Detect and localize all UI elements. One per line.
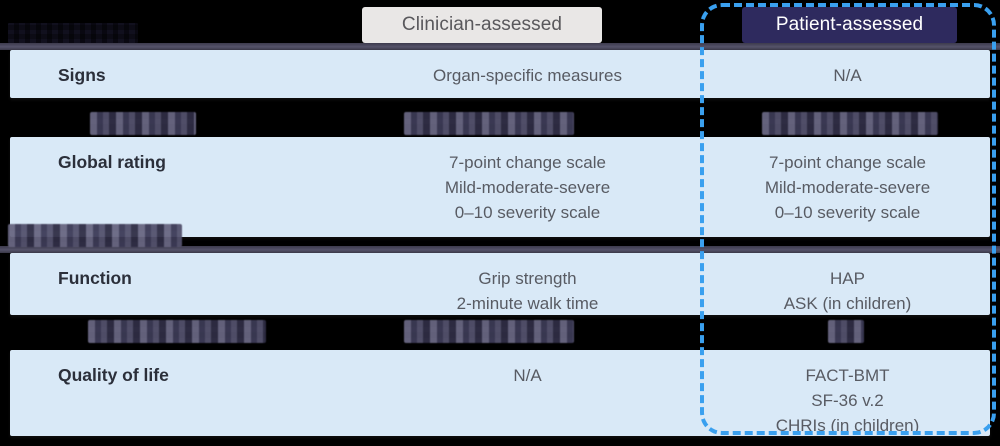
header-clinician-assessed: Clinician-assessed [362, 7, 602, 43]
redacted-text-block [90, 112, 196, 135]
row-label: Global rating [58, 152, 166, 172]
table-row: Function Grip strength 2-minute walk tim… [10, 253, 990, 315]
redacted-text-block [8, 224, 182, 247]
value-line: HAP [830, 269, 865, 288]
row-clinician-value: Organ-specific measures [433, 66, 622, 85]
table-row: Quality of life N/A FACT-BMT SF-36 v.2 C… [10, 350, 990, 436]
value-line: 2-minute walk time [456, 294, 599, 313]
redacted-text-block [88, 320, 266, 343]
row-label: Signs [58, 65, 106, 85]
row-patient-value: N/A [833, 66, 862, 85]
value-line: ASK (in children) [783, 294, 912, 313]
row-label: Function [58, 268, 132, 288]
value-line: Mild-moderate-severe [444, 178, 611, 197]
value-line: Mild-moderate-severe [764, 178, 931, 197]
redacted-text-block [404, 320, 574, 343]
row-patient-value: FACT-BMT SF-36 v.2 CHRIs (in children) [705, 350, 990, 436]
row-clinician-value: 7-point change scale Mild-moderate-sever… [350, 137, 705, 237]
figure-title-redacted [8, 23, 138, 43]
row-clinician-value: N/A [513, 366, 542, 385]
row-patient-value: 7-point change scale Mild-moderate-sever… [705, 137, 990, 237]
value-line: 0–10 severity scale [774, 203, 921, 222]
redacted-text-block [404, 112, 574, 135]
header-clinician-label: Clinician-assessed [401, 14, 563, 35]
redacted-text-block [828, 320, 864, 343]
header-rule-mid [0, 246, 1000, 253]
value-line: 0–10 severity scale [454, 203, 601, 222]
value-line: FACT-BMT [805, 366, 890, 385]
redacted-text-block [762, 112, 938, 135]
row-label: Quality of life [58, 365, 169, 385]
header-patient-label: Patient-assessed [775, 14, 924, 35]
value-line: Grip strength [478, 269, 577, 288]
table-row: Global rating 7-point change scale Mild-… [10, 137, 990, 237]
value-line: CHRIs (in children) [775, 416, 920, 435]
value-line: 7-point change scale [449, 153, 606, 172]
row-clinician-value: Grip strength 2-minute walk time [350, 253, 705, 315]
header-rule-top [0, 43, 1000, 50]
value-line: SF-36 v.2 [811, 391, 884, 410]
table-row: Signs Organ-specific measures N/A [10, 50, 990, 98]
row-patient-value: HAP ASK (in children) [705, 253, 990, 315]
header-patient-assessed: Patient-assessed [742, 7, 957, 43]
value-line: 7-point change scale [769, 153, 926, 172]
